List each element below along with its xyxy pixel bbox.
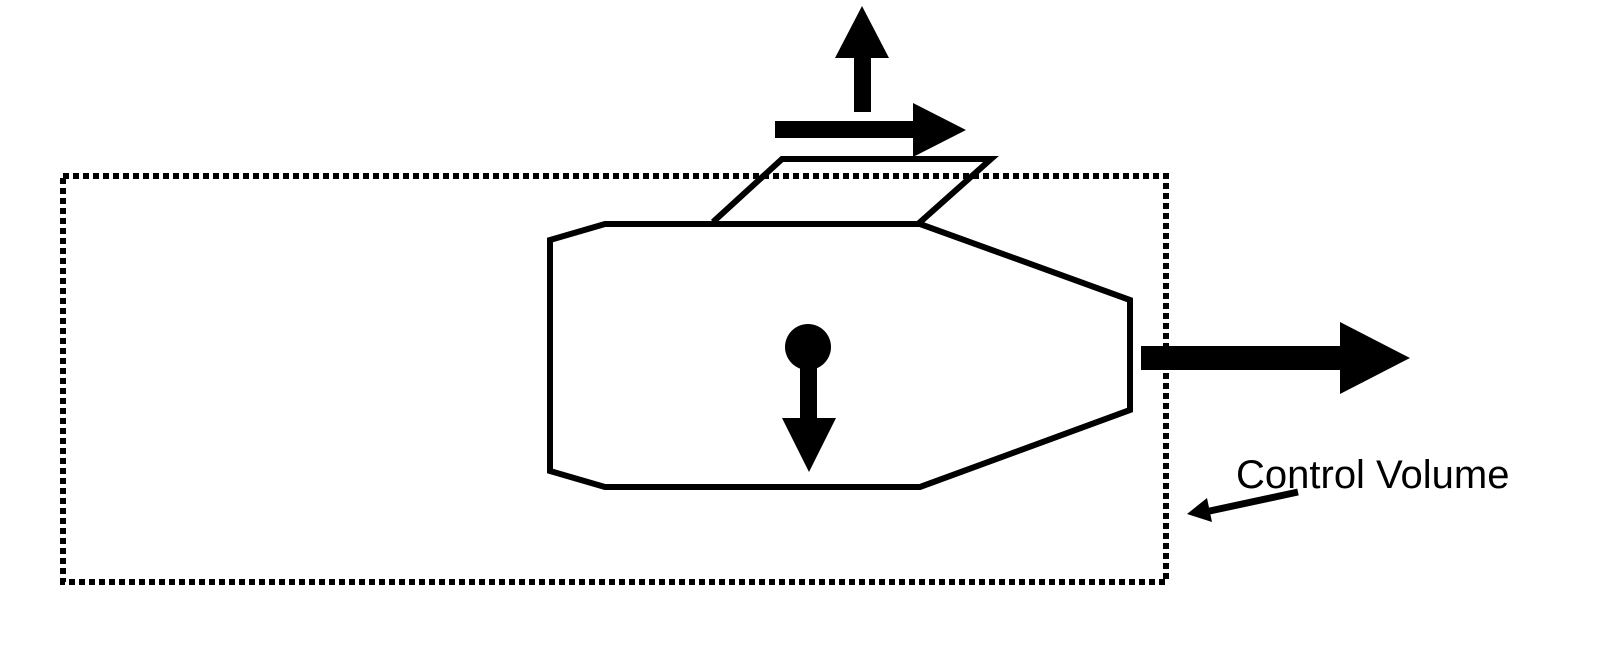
top-horizontal-flow-arrow bbox=[775, 103, 966, 157]
label-pointer-arrow bbox=[1187, 488, 1299, 522]
center-of-mass-dot bbox=[785, 324, 831, 370]
top-inlet-duct bbox=[710, 156, 999, 227]
control-volume-boundary bbox=[60, 173, 1169, 585]
outflow-arrow bbox=[1141, 322, 1410, 394]
weight-arrow bbox=[782, 324, 836, 472]
body-outline bbox=[547, 221, 1133, 490]
control-volume-label: Control Volume bbox=[1236, 453, 1509, 497]
upward-flow-arrow bbox=[835, 6, 889, 112]
